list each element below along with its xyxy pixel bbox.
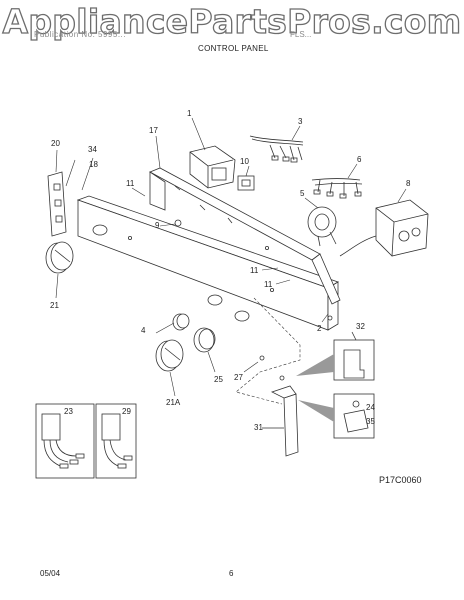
callout: 3 xyxy=(298,117,303,126)
mount-bracket-31 xyxy=(262,385,299,457)
callout: 6 xyxy=(357,155,362,164)
callout: 18 xyxy=(89,160,98,169)
drawing-code: P17C0060 xyxy=(379,475,422,485)
motor-part xyxy=(307,206,337,247)
knob-4 xyxy=(172,313,190,331)
console-panel xyxy=(76,195,339,331)
section-title: CONTROL PANEL xyxy=(198,44,269,53)
projection-beam-lower xyxy=(298,400,334,422)
projection-beam-upper xyxy=(296,354,334,376)
callout: 27 xyxy=(234,373,243,382)
wire-harness-6 xyxy=(311,178,363,199)
leader-lines xyxy=(55,117,407,397)
dial-25 xyxy=(193,327,216,353)
timer-part xyxy=(189,145,236,189)
wire-harness-3 xyxy=(249,135,304,163)
clip-32 xyxy=(333,331,375,381)
callout-labels: 1 2 3 4 5 6 8 9 10 11 11 11 17 18 20 21 … xyxy=(50,109,411,432)
callout: 5 xyxy=(300,189,305,198)
callout: 34 xyxy=(88,145,97,154)
inset-29 xyxy=(95,403,137,479)
callout: 4 xyxy=(141,326,146,335)
callout: 25 xyxy=(214,375,223,384)
wiring-route xyxy=(235,297,301,405)
callout: 21A xyxy=(166,398,181,407)
callout: 1 xyxy=(187,109,192,118)
callout: 9 xyxy=(155,221,160,230)
callout: 31 xyxy=(254,423,263,432)
publication-number: Publication No. 5995... xyxy=(34,30,126,39)
callout: 11 xyxy=(126,179,135,188)
model-number: FLS... xyxy=(290,30,312,39)
knob-21 xyxy=(45,241,74,274)
callout: 2 xyxy=(317,324,322,333)
bracket-part xyxy=(47,171,67,237)
callout: 23 xyxy=(64,407,73,416)
footer-date: 05/04 xyxy=(40,569,61,578)
rear-panel xyxy=(149,167,341,305)
callout: 29 xyxy=(122,407,131,416)
callout: 10 xyxy=(240,157,249,166)
callout: 35 xyxy=(366,417,375,426)
callout: 21 xyxy=(50,301,59,310)
footer-page-number: 6 xyxy=(229,569,234,578)
inset-23 xyxy=(35,403,95,479)
callout: 32 xyxy=(356,322,365,331)
callout: 17 xyxy=(149,126,158,135)
callout: 11 xyxy=(264,280,273,289)
knob-21a xyxy=(155,339,184,372)
watermark: AppliancePartsPros.com xyxy=(2,1,462,41)
callout: 24 xyxy=(366,403,375,412)
callout: 8 xyxy=(406,179,411,188)
callout: 11 xyxy=(250,266,259,275)
valve-assembly xyxy=(339,199,429,257)
callout: 20 xyxy=(51,139,60,148)
clip-35 xyxy=(333,393,375,439)
switch-part xyxy=(237,175,255,191)
